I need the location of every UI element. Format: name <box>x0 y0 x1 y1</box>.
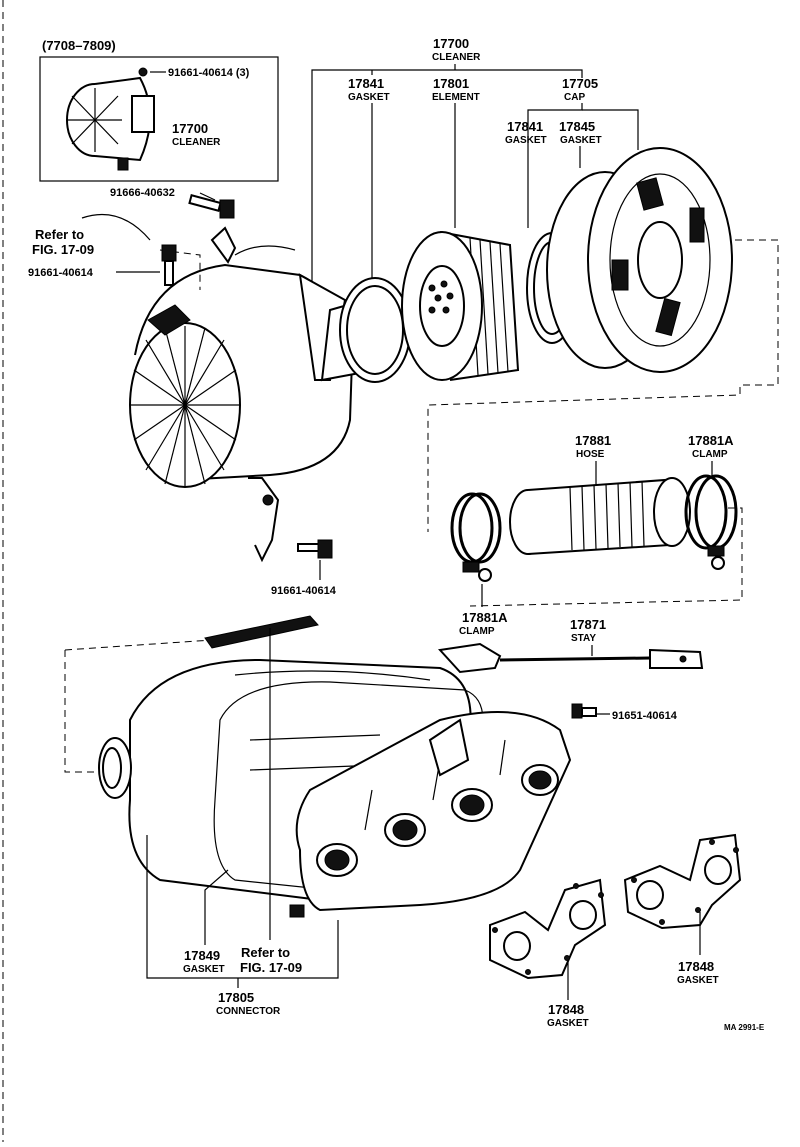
bolt-91651-label: 91651-40614 <box>612 710 678 722</box>
gasket-17841-drawing <box>339 277 411 383</box>
clamp-right-number: 17881A <box>688 433 734 448</box>
cap-name: CAP <box>564 92 585 103</box>
gasket-17849-number: 17849 <box>184 948 220 963</box>
element-drawing <box>401 231 520 381</box>
inset-part-name: CLEANER <box>172 137 221 148</box>
gasket-17845-name: GASKET <box>560 135 602 146</box>
cap-number: 17705 <box>562 76 598 91</box>
filter-screen-drawing <box>204 615 319 649</box>
refer-arrow <box>81 213 151 241</box>
bolt-91661-lower-label: 91661-40614 <box>271 585 337 597</box>
stay-name: STAY <box>571 633 596 644</box>
inset-box <box>39 56 279 182</box>
inset-cleaner-drawing <box>66 67 155 171</box>
inset-bolt-label: 91661-40614 (3) <box>168 67 250 79</box>
connection-dashed <box>427 239 779 532</box>
gasket-17841b-number: 17841 <box>507 119 543 134</box>
element-name: ELEMENT <box>432 92 480 103</box>
cleaner-bracket <box>311 69 583 285</box>
gasket-17849-name: GASKET <box>183 964 225 975</box>
figure-code: MA 2991-E <box>724 1023 765 1032</box>
clamp-right-drawing <box>684 474 738 570</box>
bolt-91666-drawing <box>188 194 235 219</box>
clamp-right-name: CLAMP <box>692 449 728 460</box>
inset-date-range: (7708–7809) <box>42 38 116 53</box>
gasket-17848-right-number: 17848 <box>678 959 714 974</box>
connector-name: CONNECTOR <box>216 1006 281 1017</box>
gasket-17848-right-drawing <box>623 833 742 930</box>
refer-bottom-line2: FIG. 17-09 <box>240 960 302 975</box>
element-number: 17801 <box>433 76 469 91</box>
bolt-91661-lower-drawing <box>297 539 333 559</box>
refer-top-line1: Refer to <box>35 227 84 242</box>
bolt-91661-label: 91661-40614 <box>28 267 94 279</box>
gasket-17848-right-name: GASKET <box>677 975 719 986</box>
hose-number: 17881 <box>575 433 611 448</box>
bolt-91661-drawing <box>161 244 177 286</box>
connector-number: 17805 <box>218 990 254 1005</box>
gasket-17848-mid-drawing <box>489 878 607 980</box>
bolt-91666-label: 91666-40632 <box>110 187 175 199</box>
intake-dashed <box>64 650 100 773</box>
cap-drawing <box>546 147 733 373</box>
gasket-17845-number: 17845 <box>559 119 595 134</box>
cleaner-housing-drawing <box>129 226 374 563</box>
gasket-17841-number: 17841 <box>348 76 384 91</box>
clamp-left-number: 17881A <box>462 610 508 625</box>
clamp-left-drawing <box>450 492 502 582</box>
gasket-17841b-name: GASKET <box>505 135 547 146</box>
inset-part-number: 17700 <box>172 121 208 136</box>
refer-bottom-line1: Refer to <box>241 945 290 960</box>
connector-bracket <box>146 835 339 979</box>
clamp-left-name: CLAMP <box>459 626 495 637</box>
gasket-17848-mid-number: 17848 <box>548 1002 584 1017</box>
gasket-17848-mid-name: GASKET <box>547 1018 589 1029</box>
stay-drawing <box>438 642 704 674</box>
bolt-91651-drawing <box>571 703 597 719</box>
stay-number: 17871 <box>570 617 606 632</box>
hose-name: HOSE <box>576 449 605 460</box>
hose-drawing <box>509 477 691 555</box>
manifold-cover-drawing <box>289 711 572 918</box>
gasket-17841-name: GASKET <box>348 92 390 103</box>
refer-top-line2: FIG. 17-09 <box>32 242 94 257</box>
cleaner-group-name: CLEANER <box>432 52 481 63</box>
cleaner-group-number: 17700 <box>433 36 469 51</box>
